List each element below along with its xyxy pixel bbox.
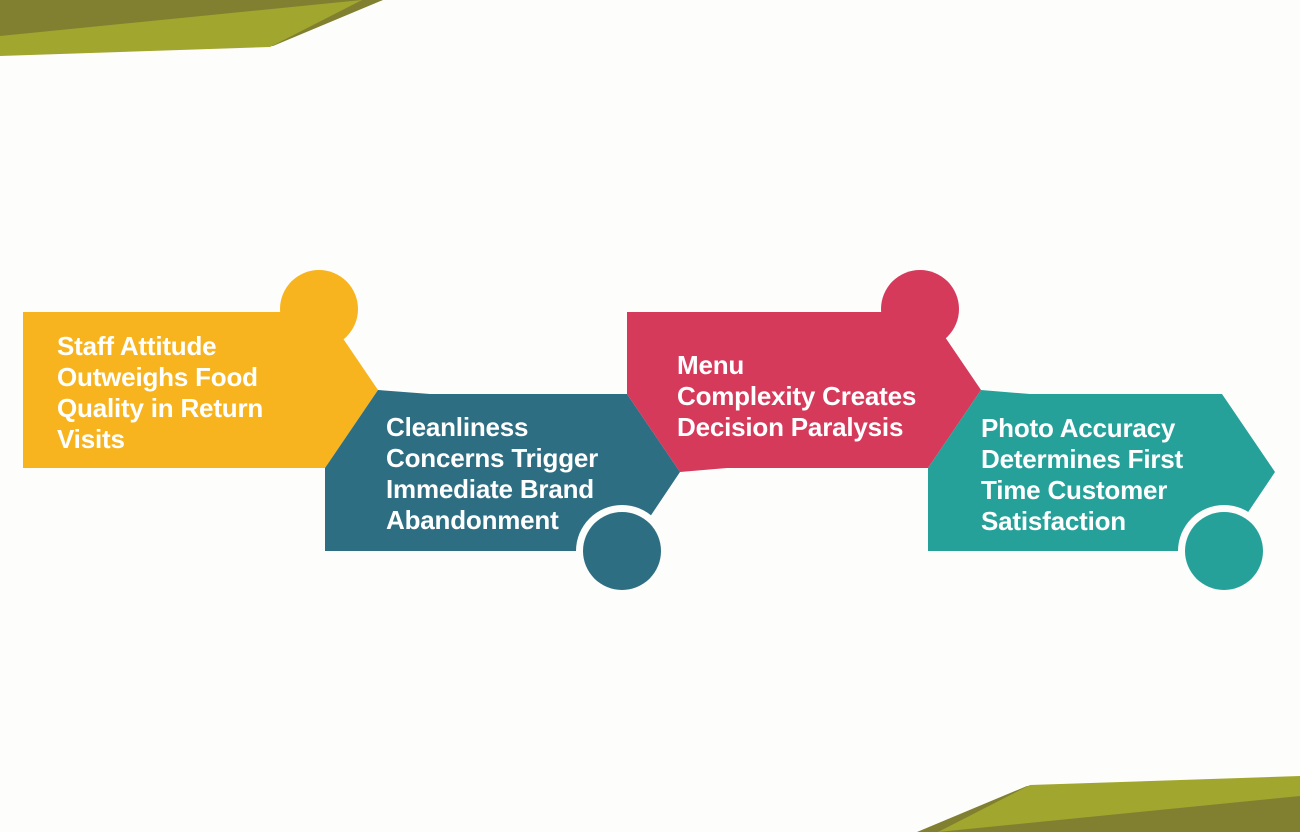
step-3-arrow-shape[interactable] (627, 312, 981, 472)
step-2-arrow-shape[interactable] (325, 390, 680, 551)
top-left-corner-ribbon (0, 0, 383, 56)
process-step-3[interactable] (627, 263, 981, 472)
process-step-4[interactable] (928, 390, 1275, 597)
step-1-arrow-shape[interactable] (23, 312, 378, 468)
bottom-right-corner-ribbon (917, 776, 1300, 832)
process-step-1[interactable] (23, 263, 378, 468)
process-step-2[interactable] (325, 390, 680, 597)
step-4-arrow-shape[interactable] (928, 390, 1275, 551)
step-4-circle-marker (1185, 512, 1263, 590)
bottom-right-ribbon-light-shape (938, 776, 1300, 832)
top-left-ribbon-light-shape (0, 0, 362, 56)
step-2-circle-marker (583, 512, 661, 590)
